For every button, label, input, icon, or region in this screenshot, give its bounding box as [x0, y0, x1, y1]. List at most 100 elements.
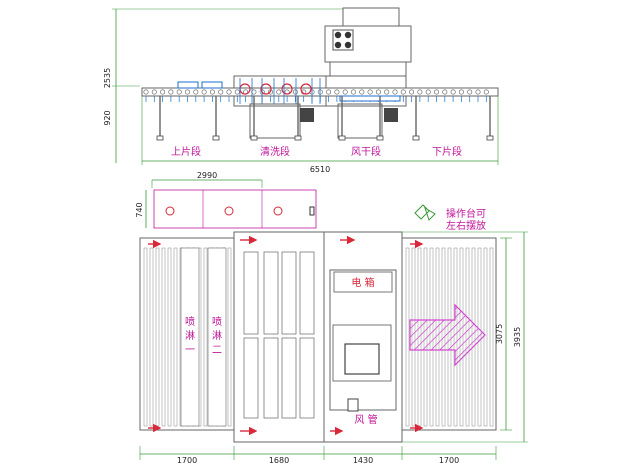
- leg-foot: [412, 135, 420, 141]
- console-icon: [414, 204, 436, 221]
- roller-icon: [475, 89, 481, 95]
- brush-icon: [300, 83, 312, 95]
- roller-icon: [334, 89, 340, 95]
- brush-bearing: [309, 206, 315, 216]
- dim-inner-width: 3075: [495, 324, 504, 344]
- roller-icon: [193, 89, 199, 95]
- leg-foot: [486, 135, 494, 141]
- fan-icon: [344, 41, 352, 49]
- motor-icon: [384, 108, 398, 122]
- console-note-2: 左右摆放: [446, 219, 486, 232]
- roller-icon: [450, 89, 456, 95]
- roller-icon: [400, 89, 406, 95]
- brush-module: [153, 189, 317, 229]
- roller-icon: [359, 89, 365, 95]
- brush-panel: [299, 337, 315, 419]
- air-duct-label: 风 管: [354, 413, 377, 426]
- roller: [203, 247, 208, 427]
- roller-icon: [350, 89, 356, 95]
- wash-panels: [243, 251, 315, 419]
- spray-2-char: 淋: [212, 329, 222, 342]
- spray-bar-1: [180, 247, 200, 427]
- air-duct-outlet: [344, 343, 380, 375]
- roller-icon: [367, 89, 373, 95]
- roller-icon: [458, 89, 464, 95]
- roller: [489, 247, 494, 427]
- brush-icon: [260, 83, 272, 95]
- roller-icon: [342, 89, 348, 95]
- side-view: 2535 920 上片段: [103, 7, 499, 174]
- roller-icon: [151, 89, 157, 95]
- roller-icon: [384, 89, 390, 95]
- electric-box: [333, 271, 393, 293]
- roller-icon: [392, 89, 398, 95]
- roller: [149, 247, 154, 427]
- side-legs: [156, 96, 494, 141]
- roller-icon: [375, 89, 381, 95]
- spray-2-char: 喷: [212, 316, 222, 328]
- roller-icon: [483, 89, 489, 95]
- brush-panel: [281, 251, 297, 335]
- roller-icon: [442, 89, 448, 95]
- dryer-hood-top: [342, 7, 400, 27]
- spray-1-char: 喷: [185, 316, 195, 328]
- roller-icon: [201, 89, 207, 95]
- wash-pipes: [239, 78, 321, 104]
- fan-icon: [334, 31, 342, 39]
- brush-panel: [299, 251, 315, 335]
- dryer-duct: [329, 61, 407, 77]
- roller: [173, 247, 178, 427]
- spray-bar-2: [207, 247, 227, 427]
- roller-icon: [433, 89, 439, 95]
- roller: [483, 247, 488, 427]
- fan-icon: [334, 41, 342, 49]
- motor-icon: [300, 108, 314, 122]
- roller: [167, 247, 172, 427]
- dim-bottom: 1700: [177, 456, 197, 465]
- roller-icon: [276, 89, 282, 95]
- spray-2-char: 二: [212, 345, 222, 356]
- brush-motor-icon: [165, 206, 175, 216]
- leg-foot: [376, 135, 384, 141]
- roller-icon: [168, 89, 174, 95]
- dim-total-height: 2535: [103, 68, 112, 88]
- loading-frame: [201, 81, 223, 89]
- roller: [405, 247, 410, 427]
- brush-panel: [263, 251, 279, 335]
- leg-foot: [250, 135, 258, 141]
- brush-panel: [263, 337, 279, 419]
- dim-total-length: 6510: [310, 165, 330, 174]
- dim-bottom: 1680: [269, 456, 289, 465]
- dim-table-height: 920: [103, 110, 112, 125]
- loading-frame: [177, 81, 199, 89]
- roller-icon: [234, 89, 240, 95]
- washer-frame: [249, 103, 301, 139]
- roller: [155, 247, 160, 427]
- side-rollers: [143, 89, 489, 102]
- electric-box-label: 电 箱: [351, 276, 374, 289]
- section-label: 风干段: [351, 145, 381, 158]
- spray-1-char: 一: [185, 345, 195, 356]
- dryer-frame: [337, 103, 383, 139]
- dim-outer-width: 3935: [513, 327, 522, 347]
- roller-icon: [292, 89, 298, 95]
- spray-1-char: 淋: [185, 329, 195, 342]
- roller: [161, 247, 166, 427]
- section-label: 上片段: [171, 145, 201, 158]
- brush-panel: [281, 337, 297, 419]
- roller-icon: [218, 89, 224, 95]
- roller: [143, 247, 148, 427]
- leg-foot: [156, 135, 164, 141]
- roller-icon: [160, 89, 166, 95]
- brush-panel: [243, 251, 259, 335]
- roller-icon: [409, 89, 415, 95]
- dim-bottom: 1700: [439, 456, 459, 465]
- roller-icon: [417, 89, 423, 95]
- roller-icon: [226, 89, 232, 95]
- roller-icon: [467, 89, 473, 95]
- console-note-1: 操作台可: [446, 207, 486, 220]
- dim-bottom: 1430: [353, 456, 373, 465]
- leg-foot: [338, 135, 346, 141]
